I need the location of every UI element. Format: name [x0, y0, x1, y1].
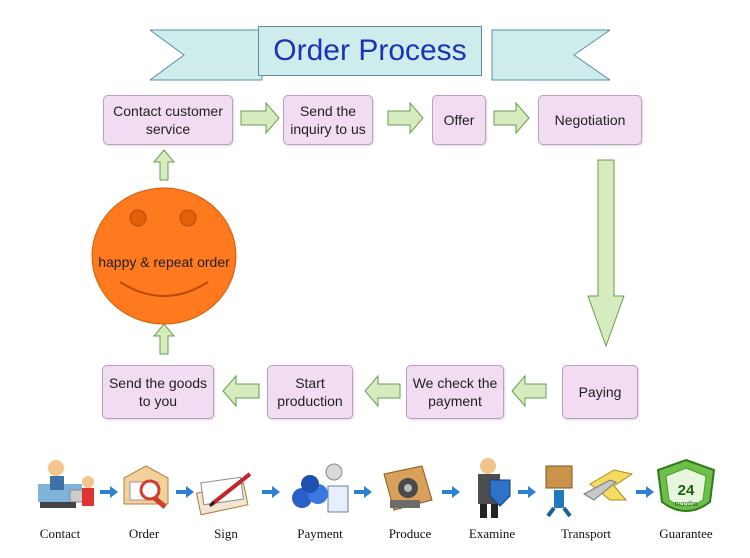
bottom-label-payment: Payment — [297, 526, 343, 541]
step-check-payment: We check the payment — [406, 365, 504, 419]
bottom-connector-arrows — [100, 486, 654, 498]
arrow-right-2 — [387, 101, 424, 135]
step-send-goods: Send the goods to you — [102, 365, 214, 419]
step-contact-customer-service: Contact customer service — [103, 95, 233, 145]
produce-icon — [383, 465, 433, 511]
transport-icon — [545, 465, 634, 518]
step-paying: Paying — [562, 365, 638, 419]
step-negotiation: Negotiation — [538, 95, 642, 145]
bottom-label-examine: Examine — [468, 526, 516, 541]
arrow-left-3 — [222, 374, 260, 408]
ribbon-graphic — [150, 29, 610, 81]
smiley-label: happy & repeat order — [98, 254, 230, 270]
smiley-face: happy & repeat order — [90, 186, 238, 326]
bottom-label-order: Order — [128, 526, 160, 541]
arrow-left-2 — [364, 374, 401, 408]
step-start-production: Start production — [267, 365, 353, 419]
step-send-inquiry: Send the inquiry to us — [283, 95, 373, 145]
sign-icon — [195, 472, 252, 516]
guarantee-icon: 24 months — [656, 458, 716, 512]
bottom-label-contact: Contact — [39, 526, 81, 541]
bottom-label-transport: Transport — [560, 526, 612, 541]
flow-arrows — [152, 101, 625, 408]
arrow-right-3 — [493, 101, 530, 135]
payment-icon — [292, 463, 349, 513]
order-icon — [123, 465, 169, 509]
page-title: Order Process — [258, 26, 482, 76]
arrow-right-1 — [240, 101, 280, 135]
step-offer: Offer — [432, 95, 486, 145]
smiley-icon — [91, 187, 237, 325]
arrow-up-1 — [152, 323, 176, 355]
bottom-label-produce: Produce — [388, 526, 432, 541]
arrow-down-big — [587, 159, 625, 348]
contact-icon — [38, 460, 94, 508]
examine-icon — [478, 458, 511, 518]
arrow-left-1 — [511, 374, 547, 408]
guarantee-unit: months — [675, 501, 698, 508]
bottom-label-guarantee: Guarantee — [659, 526, 713, 541]
guarantee-number: 24 — [678, 482, 695, 499]
bottom-label-sign: Sign — [214, 526, 238, 541]
arrow-up-2 — [152, 149, 176, 181]
